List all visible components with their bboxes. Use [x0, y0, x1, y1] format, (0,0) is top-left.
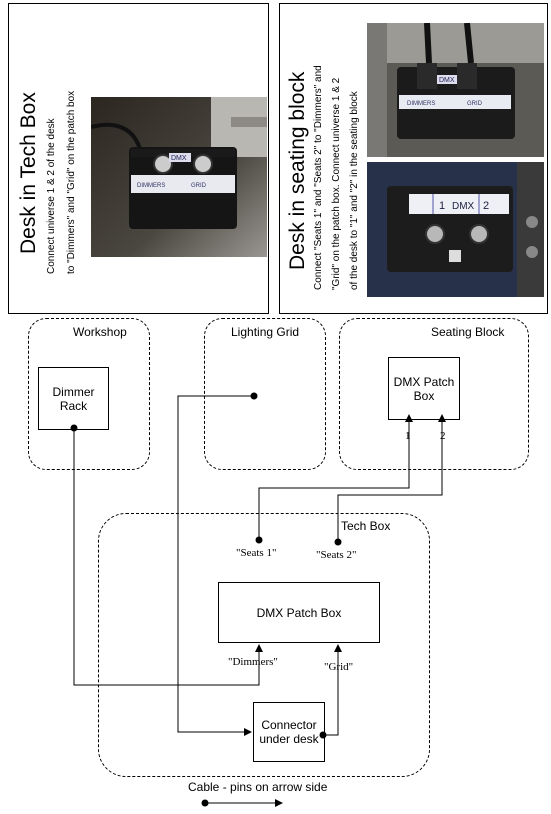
seat-photo-top-grid-label: GRID [467, 101, 483, 107]
seat-photo-bottom-2-label: 2 [483, 200, 489, 212]
seats-1-dot [255, 536, 263, 544]
seat-photo-bottom-dmx-label: DMX [452, 201, 475, 212]
seating-dmx-patch-label: DMX Patch Box [393, 374, 455, 403]
seating-block-zone-title: Seating Block [431, 325, 505, 339]
pin-2-arrow [438, 414, 446, 422]
lighting-grid-zone-title: Lighting Grid [231, 325, 300, 339]
cable-pin-2 [337, 422, 443, 542]
pin-1-arrow [405, 414, 413, 422]
cable-lighting-grid [177, 395, 254, 736]
seats-2-dot [334, 538, 342, 546]
cable-pin-1 [258, 422, 410, 540]
dimmers-label: "Dimmers" [228, 656, 278, 668]
seating-block-photo-bottom: 1 DMX 2 [367, 162, 544, 297]
pin-1-label: 1 [405, 430, 411, 442]
tech-dmx-patch-label: DMX Patch Box [256, 605, 342, 620]
connector-dot [319, 731, 327, 739]
seating-dmx-patch-box: DMX Patch Box [388, 357, 460, 420]
workshop-zone-title: Workshop [73, 325, 127, 339]
cable-dimmer-rack [73, 428, 263, 686]
seats-2-label: "Seats 2" [316, 549, 357, 561]
lighting-grid-dot [250, 392, 258, 400]
dimmer-rack-dot [70, 424, 78, 432]
seating-block-zone [339, 318, 529, 470]
legend-text: Cable - pins on arrow side [188, 780, 328, 794]
cable-grid [323, 644, 342, 736]
seat-photo-top-dmx-label: DMX [439, 77, 455, 84]
seats-1-label: "Seats 1" [236, 547, 277, 559]
connector-under-desk-box: Connector under desk [253, 702, 325, 762]
tech-photo-grid-label: GRID [191, 183, 207, 189]
seating-block-panel: Desk in seating block Connect "Seats 1" … [279, 3, 548, 314]
grid-label: "Grid" [324, 661, 354, 673]
seat-photo-top-dimmers-label: DIMMERS [407, 101, 435, 107]
seating-block-photo-top: DMX DIMMERS GRID [367, 23, 544, 157]
tech-dmx-patch-box: DMX Patch Box [218, 582, 380, 643]
dimmer-rack-box: Dimmer Rack [38, 367, 109, 430]
seat-photo-bottom-1-label: 1 [439, 200, 445, 212]
legend-dot [201, 799, 209, 807]
dimmer-rack-label: Dimmer Rack [52, 384, 95, 413]
tech-photo-dimmers-label: DIMMERS [137, 183, 165, 189]
tech-photo-dmx-label: DMX [171, 155, 187, 162]
tech-box-desk-photo: DMX DIMMERS GRID [91, 97, 267, 257]
pin-2-label: 2 [440, 430, 446, 442]
workshop-zone [28, 318, 150, 470]
tech-box-zone-title: Tech Box [341, 519, 391, 533]
tech-box-panel: Desk in Tech Box Connect universe 1 & 2 … [8, 3, 269, 314]
tech-box-zone [98, 513, 430, 777]
connector-under-desk-label: Connector under desk [259, 718, 319, 746]
lighting-grid-zone [204, 318, 326, 470]
